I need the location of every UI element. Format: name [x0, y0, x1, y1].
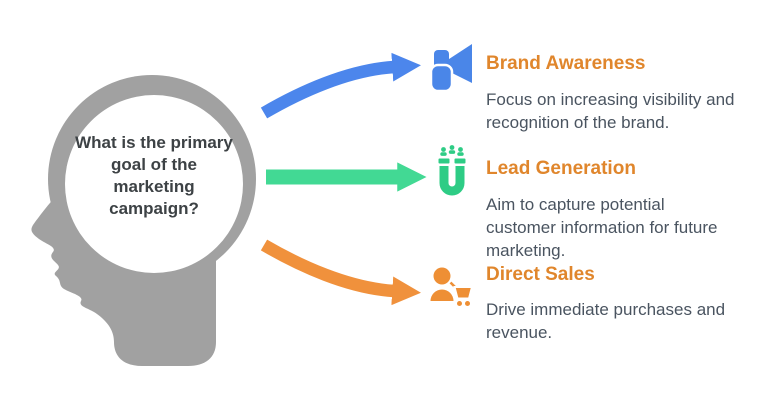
lead-person-right — [458, 147, 463, 152]
arrow-brand-awareness — [260, 52, 421, 119]
magnet-pole-left — [438, 158, 450, 164]
magnet-icon — [438, 145, 466, 196]
magnet-u-shape — [439, 166, 465, 196]
buyer-head — [433, 267, 451, 285]
thought-circle — [65, 95, 243, 273]
cart-wheel-left — [457, 301, 462, 306]
branch-description-lead-generation: Aim to capture potential customer inform… — [486, 195, 718, 260]
lead-person-left-body — [440, 152, 447, 156]
question-text: What is the primary goal of the marketin… — [75, 133, 233, 218]
branch-label-direct-sales: Direct Sales — [486, 264, 595, 285]
branch-description-brand-awareness: Focus on increasing visibility and recog… — [486, 90, 735, 132]
megaphone-fist — [429, 63, 454, 93]
branch-description-direct-sales: Drive immediate purchases and revenue. — [486, 300, 726, 342]
branch-label-brand-awareness: Brand Awareness — [486, 53, 646, 74]
neck-shape — [114, 250, 216, 366]
lead-person-left — [441, 147, 446, 152]
person-cart-icon — [430, 267, 474, 306]
lead-person-right-body — [457, 152, 464, 156]
buyer-shoulders — [430, 289, 454, 301]
cart-basket — [453, 286, 474, 300]
magnet-pole-right — [454, 158, 466, 164]
head-silhouette — [31, 75, 256, 366]
arrow-direct-sales — [260, 239, 421, 306]
lead-person-middle-body — [448, 150, 456, 154]
cart-wheel-right — [465, 301, 470, 306]
megaphone-icon — [429, 44, 472, 93]
lead-person-middle — [449, 145, 455, 150]
branch-label-lead-generation: Lead Generation — [486, 158, 636, 179]
